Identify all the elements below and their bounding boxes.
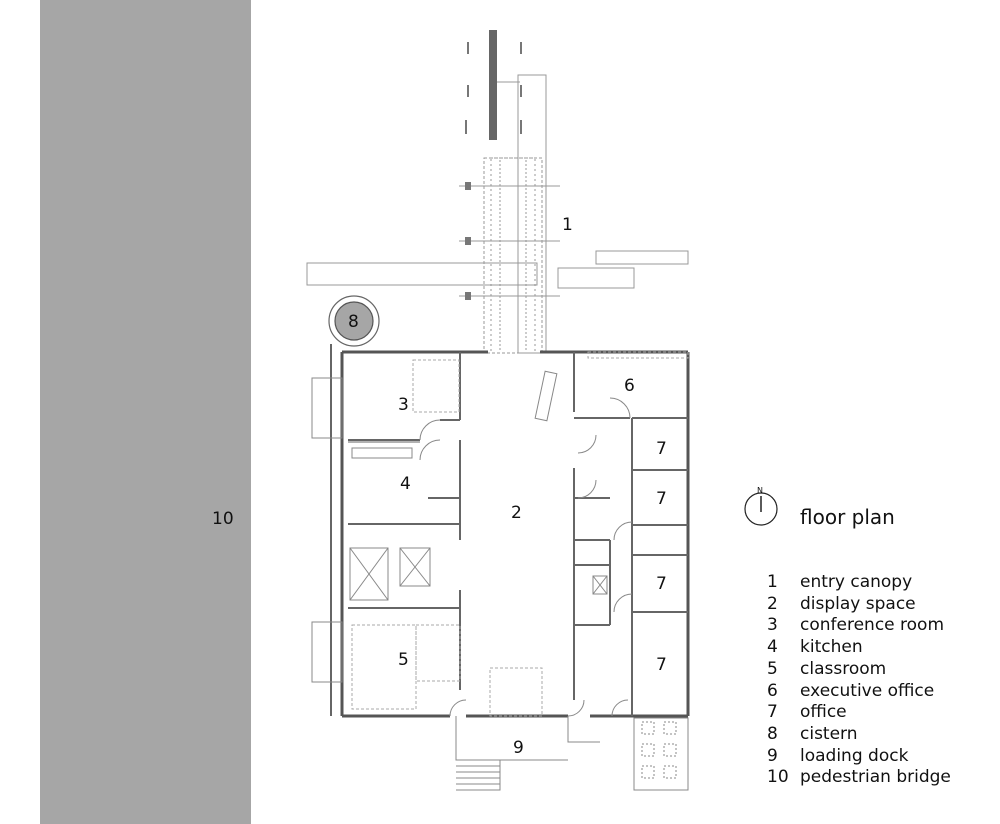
room-tag-7d: 7 <box>656 655 667 675</box>
legend-num: 10 <box>767 767 789 788</box>
legend-item: 8 cistern <box>767 724 951 746</box>
room-tag-9: 9 <box>513 738 524 758</box>
north-label: N <box>757 486 763 495</box>
legend: 1 entry canopy 2 display space 3 conference… <box>767 572 951 789</box>
legend-name: entry canopy <box>800 572 913 592</box>
legend-name: cistern <box>800 723 858 744</box>
legend-num: 5 <box>767 658 778 679</box>
room-tag-7b: 7 <box>656 489 667 509</box>
room-tag-7a: 7 <box>656 439 667 459</box>
legend-item: 9 loading dock <box>767 746 951 768</box>
room-tag-7c: 7 <box>656 574 667 594</box>
room-tag-10: 10 <box>212 509 234 529</box>
legend-num: 2 <box>767 593 778 614</box>
legend-num: 1 <box>767 572 778 592</box>
room-tag-6: 6 <box>624 376 635 396</box>
legend-item: 4 kitchen <box>767 637 951 659</box>
north-arrow-icon <box>744 492 778 526</box>
room-tag-1: 1 <box>562 215 573 235</box>
cistern <box>328 295 380 347</box>
room-tag-2: 2 <box>511 503 522 523</box>
legend-name: conference room <box>800 615 945 636</box>
room-tag-5: 5 <box>398 650 409 670</box>
legend-item: 2 display space <box>767 594 951 616</box>
loading-dock <box>455 716 689 791</box>
exterior-walls <box>340 350 690 718</box>
legend-name: loading dock <box>800 745 909 766</box>
legend-item: 6 executive office <box>767 681 951 703</box>
legend-name: display space <box>800 593 916 614</box>
room-tag-8: 8 <box>348 312 359 332</box>
legend-num: 3 <box>767 615 778 636</box>
legend-item: 7 office <box>767 702 951 724</box>
plan-title: floor plan <box>800 505 895 529</box>
legend-name: kitchen <box>800 637 863 658</box>
legend-num: 4 <box>767 637 778 658</box>
legend-num: 8 <box>767 723 778 744</box>
legend-item: 3 conference room <box>767 615 951 637</box>
room-tag-3: 3 <box>398 395 409 415</box>
pedestrian-bridge <box>40 0 251 824</box>
legend-num: 9 <box>767 745 778 766</box>
legend-item: 5 classroom <box>767 659 951 681</box>
interior-walls <box>348 352 688 716</box>
legend-name: classroom <box>800 658 887 679</box>
legend-num: 7 <box>767 702 778 723</box>
legend-item: 1 entry canopy <box>767 572 951 594</box>
legend-name: pedestrian bridge <box>800 767 951 788</box>
legend-name: office <box>800 702 847 723</box>
room-tag-4: 4 <box>400 474 411 494</box>
legend-num: 6 <box>767 680 778 701</box>
entry-canopy <box>306 30 689 354</box>
legend-item: 10 pedestrian bridge <box>767 767 951 789</box>
legend-name: executive office <box>800 680 935 701</box>
